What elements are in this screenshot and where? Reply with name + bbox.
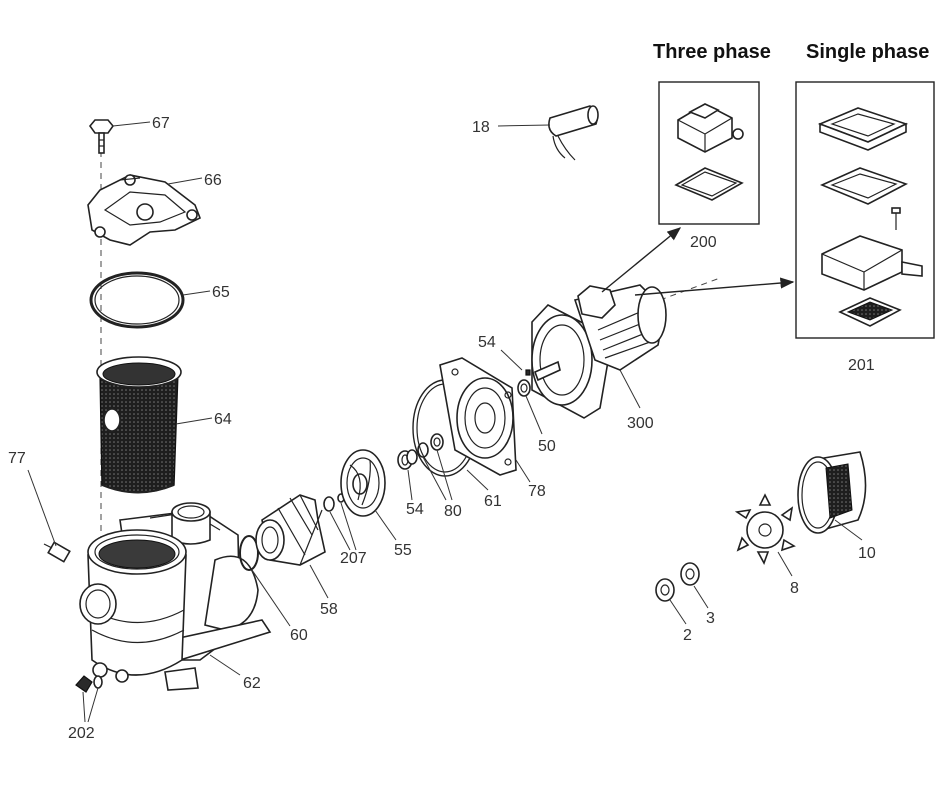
part-78-seal-plate	[439, 357, 517, 476]
part-64-strainer-basket	[96, 356, 182, 494]
label-80: 80	[444, 503, 462, 520]
label-50: 50	[538, 438, 556, 455]
part-60-diffuser-o-ring	[239, 535, 259, 571]
three-phase-terminal-box-inset	[658, 81, 760, 225]
label-201: 201	[848, 357, 875, 374]
part-2-bearing	[655, 578, 675, 602]
arrow-to-three-phase	[601, 227, 682, 293]
label-62: 62	[243, 675, 261, 692]
part-55-impeller	[340, 449, 386, 517]
label-2: 2	[683, 627, 692, 644]
part-67-lid-knob	[88, 119, 115, 154]
header-single-phase: Single phase	[806, 41, 929, 63]
part-18-capacitor	[548, 105, 599, 161]
part-65-lid-o-ring	[89, 271, 185, 329]
label-200: 200	[690, 234, 717, 251]
label-77: 77	[8, 450, 26, 467]
label-58: 58	[320, 601, 338, 618]
label-18: 18	[472, 119, 490, 136]
label-60: 60	[290, 627, 308, 644]
part-202-drain-plugs	[75, 675, 103, 693]
part-10-fan-cover	[797, 451, 867, 534]
part-3-bearing	[680, 562, 700, 586]
header-three-phase: Three phase	[653, 41, 771, 63]
single-phase-terminal-box-inset	[795, 81, 935, 339]
part-300-motor	[531, 284, 667, 419]
arrow-to-single-phase	[634, 277, 795, 296]
leader-lines	[27, 121, 863, 723]
label-66: 66	[204, 172, 222, 189]
label-300: 300	[627, 415, 654, 432]
part-207-impeller-screw	[323, 493, 345, 512]
part-77-drain-plug	[43, 541, 71, 563]
part-54-mechanical-seal	[397, 449, 418, 470]
label-65: 65	[212, 284, 230, 301]
part-62-pump-housing	[79, 502, 272, 691]
label-54-left: 54	[406, 501, 424, 518]
label-61: 61	[484, 493, 502, 510]
label-202: 202	[68, 725, 95, 742]
label-207: 207	[340, 550, 367, 567]
part-50-slinger	[517, 369, 531, 397]
label-55: 55	[394, 542, 412, 559]
label-8: 8	[790, 580, 799, 597]
label-3: 3	[706, 610, 715, 627]
label-10: 10	[858, 545, 876, 562]
part-58-diffuser	[255, 494, 326, 566]
label-67: 67	[152, 115, 170, 132]
part-8-fan	[734, 493, 796, 565]
part-66-pump-lid	[87, 174, 202, 246]
label-54-right: 54	[478, 334, 496, 351]
label-78: 78	[528, 483, 546, 500]
label-64: 64	[214, 411, 232, 428]
